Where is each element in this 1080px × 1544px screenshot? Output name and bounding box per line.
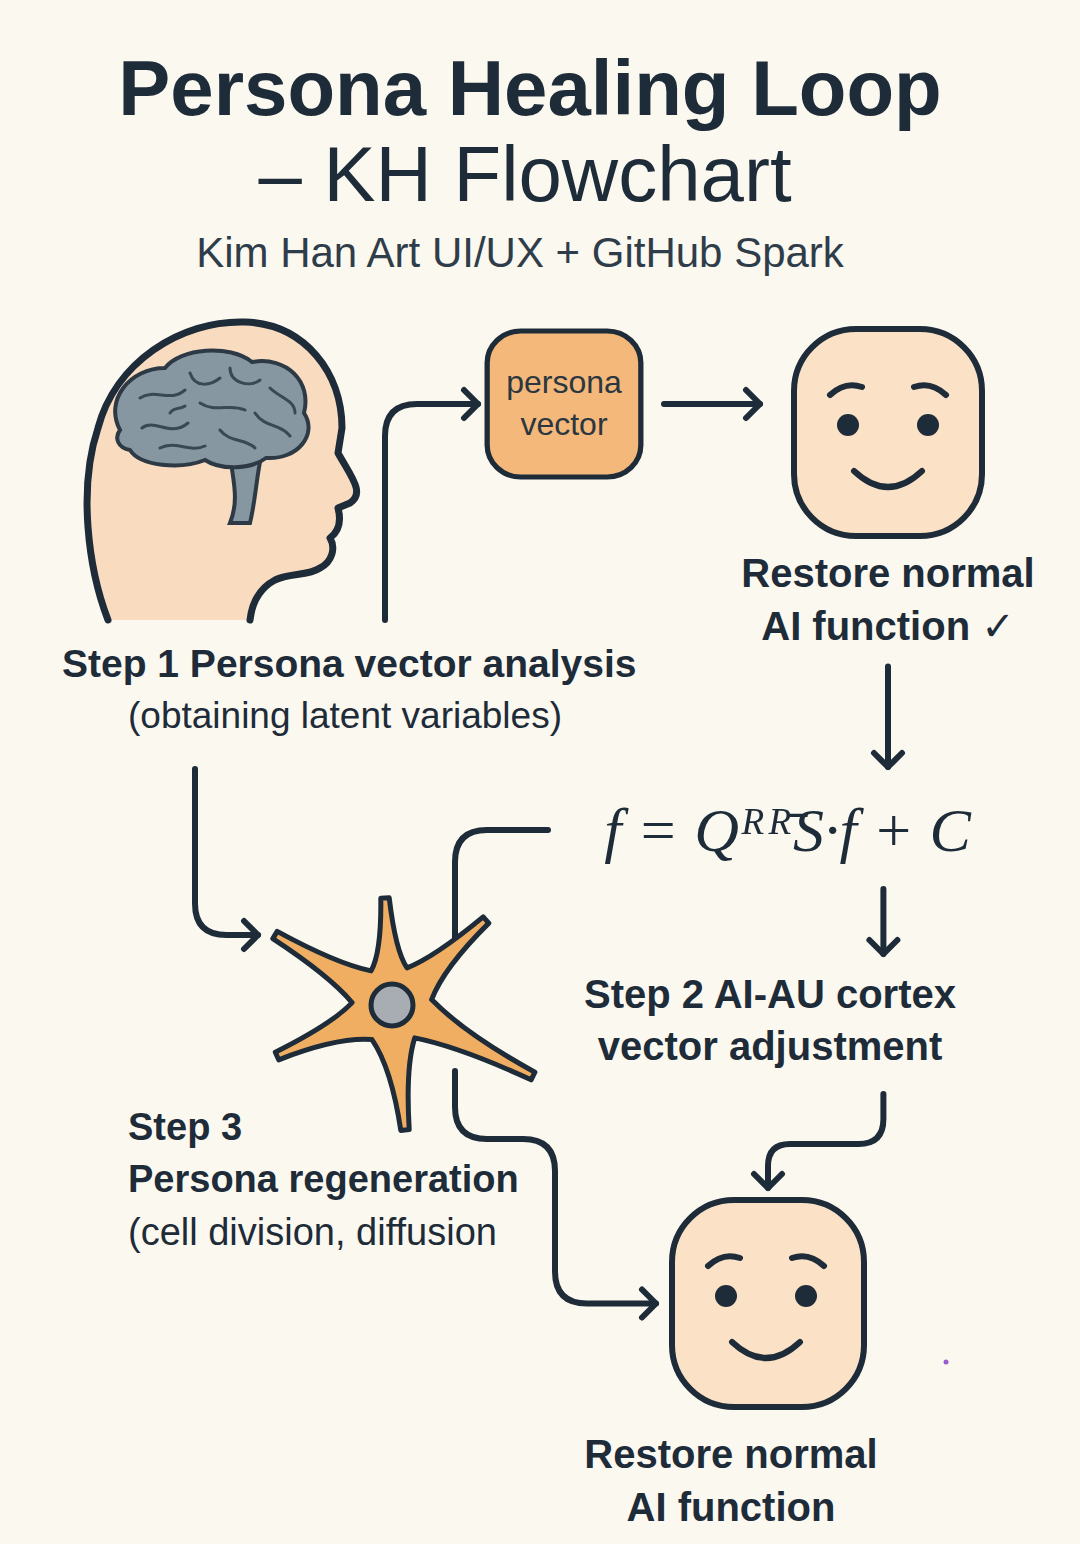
text-group: Restore normal AI function ✓ [728, 547, 1048, 653]
flow-arrow [768, 1094, 883, 1188]
eye [837, 414, 859, 436]
neuron-body [273, 898, 535, 1131]
face-node: Restore normal AI function ✓ [790, 325, 986, 540]
node-text: Persona regeneration [128, 1153, 558, 1205]
text-group: Restore normal AI function [571, 1428, 891, 1534]
node-text: f = Qᴿᴿ̄S·f + C [604, 796, 971, 864]
face-outline [672, 1200, 864, 1407]
face-shape [668, 1196, 868, 1411]
formula-node: f = Qᴿᴿ̄S·f + C [560, 785, 1015, 875]
star-shape [270, 893, 540, 1133]
text-group: f = Qᴿᴿ̄S·f + C [560, 785, 1015, 875]
brain [115, 351, 308, 468]
brain-folds [140, 368, 295, 448]
node-text: (cell division, diffusion [128, 1206, 558, 1258]
text-group: Step 1 Persona vector analysis(obtaining… [62, 640, 742, 739]
flow-arrow [880, 889, 886, 954]
node-text: Step 2 AI-AU cortex vector adjustment [560, 968, 980, 1072]
eye [795, 1285, 817, 1307]
head-shape [80, 318, 390, 620]
head-outline [87, 322, 357, 620]
text-group: Step 2 AI-AU cortex vector adjustment [560, 960, 980, 1080]
flow-arrow [664, 401, 760, 407]
face-node: Restore normal AI function [668, 1196, 868, 1411]
brows [830, 385, 946, 395]
flow-arrow [885, 667, 891, 767]
smile [732, 1342, 800, 1358]
node-text: Step 1 Persona vector analysis [62, 640, 742, 689]
process-box: persona vector [484, 328, 644, 480]
node-text: persona vector [484, 362, 644, 445]
smile [854, 471, 922, 487]
flow-arrow [195, 769, 258, 935]
node-text: Restore normal AI function [571, 1428, 891, 1534]
brows [708, 1256, 824, 1266]
neuron-node: Step 3Persona regeneration(cell division… [270, 893, 540, 1133]
credit-line: Kim Han Art UI/UX + GitHub Spark [0, 230, 1040, 276]
face-shape [790, 325, 986, 540]
step-node: Step 2 AI-AU cortex vector adjustment [560, 960, 980, 1080]
flow-arrow [385, 404, 478, 620]
node-text: Step 3 [128, 1101, 558, 1153]
node-text: (obtaining latent variables) [128, 693, 742, 739]
face-outline [794, 329, 982, 536]
node-text: Restore normal AI function ✓ [728, 547, 1048, 653]
eye [715, 1285, 737, 1307]
nucleus [371, 984, 413, 1026]
head-node: Step 1 Persona vector analysis(obtaining… [80, 318, 390, 620]
box-shape [484, 328, 644, 480]
subtitle-line: – KH Flowchart [0, 132, 1050, 218]
text-group: persona vector [484, 328, 644, 480]
box-outline [487, 331, 641, 477]
text-group: Step 3Persona regeneration(cell division… [128, 1101, 558, 1258]
eye [917, 414, 939, 436]
diagram-title: Persona Healing Loop [0, 46, 1060, 132]
stray-dot [944, 1360, 949, 1365]
